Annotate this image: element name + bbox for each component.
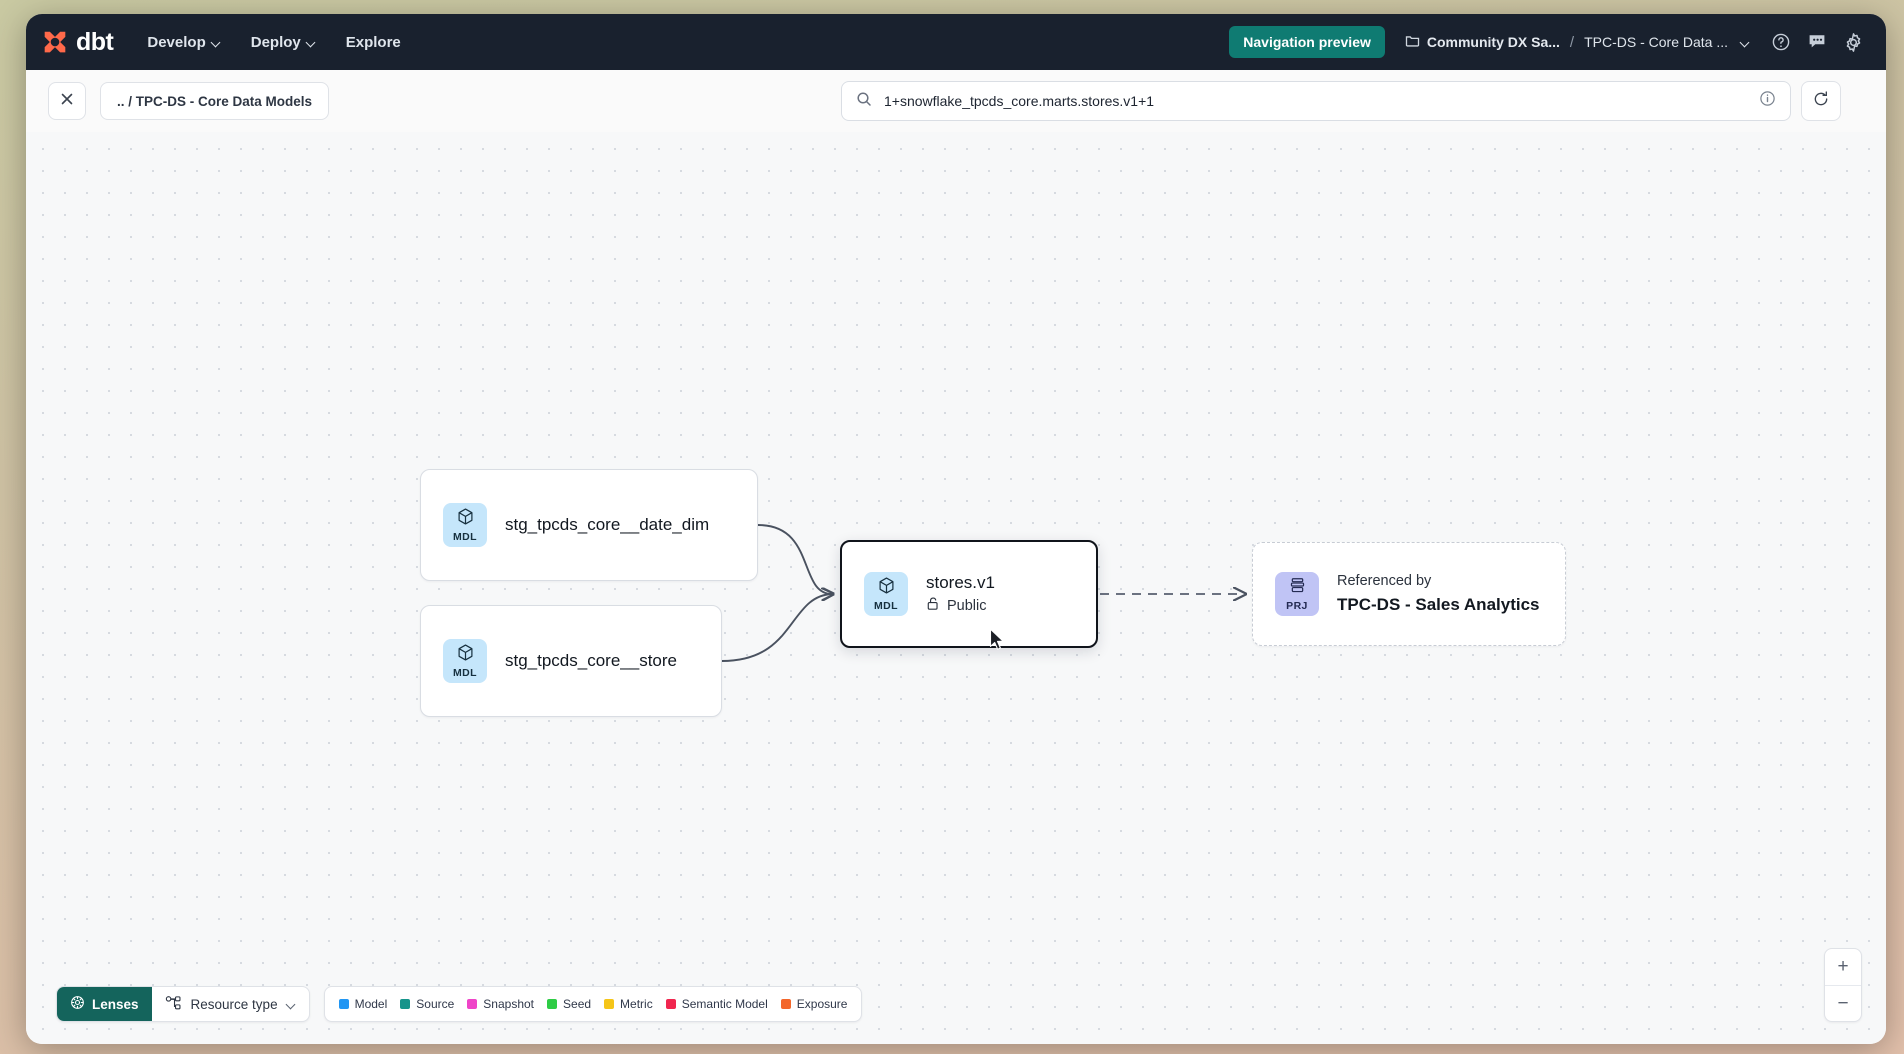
lens-icon <box>70 995 85 1013</box>
legend-label: Model <box>354 997 388 1011</box>
node-eyebrow: Referenced by <box>1337 573 1432 590</box>
nav-item-explore[interactable]: Explore <box>346 34 401 51</box>
legend-item: Seed <box>547 997 591 1011</box>
resource-badge-label: MDL <box>874 600 898 613</box>
legend-item: Metric <box>604 997 653 1011</box>
legend-swatch-metric <box>604 999 615 1009</box>
resource-badge-label: PRJ <box>1286 600 1308 613</box>
legend-swatch-exposure <box>780 999 791 1009</box>
legend-swatch-snapshot <box>467 999 478 1009</box>
graph-edges <box>721 524 1886 662</box>
lineage-graph-canvas[interactable]: MDL stg_tpcds_core__date_dim MDL stg_tpc… <box>26 132 1886 1044</box>
graph-node-selected-model[interactable]: MDL stores.v1 Public <box>840 540 1098 648</box>
resource-badge-mdl: MDL <box>864 572 908 616</box>
resource-badge-label: MDL <box>453 667 477 680</box>
chevron-down-icon <box>212 38 221 47</box>
zoom-controls: + − <box>1824 948 1862 1022</box>
feedback-icon[interactable] <box>1802 27 1832 57</box>
legend-label: Source <box>416 997 455 1011</box>
lenses-segmented-control: Lenses Resource type <box>56 986 310 1022</box>
graph-bottom-toolbar: Lenses Resource type <box>56 986 863 1022</box>
node-text-stack: Referenced by TPC-DS - Sales Analytics <box>1337 573 1540 615</box>
dbt-logo-text: dbt <box>76 27 114 56</box>
node-access-label: Public <box>947 597 987 614</box>
zoom-out-button[interactable]: − <box>1825 985 1861 1021</box>
legend-label: Exposure <box>796 997 848 1011</box>
selector-search-box[interactable] <box>841 81 1791 121</box>
node-title: stores.v1 <box>926 572 995 592</box>
app-window: dbt Develop Deploy Explore Navigation pr… <box>26 14 1886 1044</box>
help-circle-icon[interactable] <box>1766 27 1796 57</box>
nav-item-deploy-label: Deploy <box>250 33 301 51</box>
node-title: TPC-DS - Sales Analytics <box>1337 594 1540 614</box>
resource-type-legend: Model Source Snapshot Seed <box>323 986 863 1022</box>
close-button[interactable] <box>48 82 86 120</box>
breadcrumb-account[interactable]: Community DX Sa... <box>1405 33 1560 51</box>
breadcrumb-account-label: Community DX Sa... <box>1426 34 1560 50</box>
node-text-stack: stores.v1 Public <box>926 573 995 616</box>
navigation-preview-button[interactable]: Navigation preview <box>1229 26 1385 58</box>
nav-item-develop[interactable]: Develop <box>147 34 220 51</box>
legend-item: Model <box>338 997 388 1011</box>
legend-swatch-source <box>400 999 411 1009</box>
gear-icon[interactable] <box>1838 27 1868 57</box>
nodes-icon <box>165 995 182 1014</box>
legend-swatch-model <box>338 999 349 1009</box>
lenses-label: Lenses <box>92 996 139 1012</box>
close-icon <box>59 91 75 112</box>
refresh-icon <box>1812 90 1830 113</box>
graph-node-model[interactable]: MDL stg_tpcds_core__store <box>420 605 722 717</box>
breadcrumb-project[interactable]: TPC-DS - Core Data ... <box>1584 34 1750 50</box>
graph-node-project[interactable]: PRJ Referenced by TPC-DS - Sales Analyti… <box>1252 542 1566 646</box>
search-icon <box>856 91 872 112</box>
lenses-button[interactable]: Lenses <box>57 987 152 1021</box>
project-stack-icon <box>1288 576 1307 600</box>
breadcrumb-project-models[interactable]: .. / TPC-DS - Core Data Models <box>100 82 330 120</box>
folder-icon <box>1405 33 1420 51</box>
refresh-button[interactable] <box>1801 81 1841 121</box>
legend-item: Exposure <box>780 997 848 1011</box>
legend-label: Semantic Model <box>681 997 768 1011</box>
chevron-down-icon <box>307 38 316 47</box>
nav-item-deploy[interactable]: Deploy <box>251 34 316 51</box>
dbt-x-logo-icon <box>40 27 70 57</box>
breadcrumb-separator: / <box>1569 33 1575 51</box>
resource-type-filter[interactable]: Resource type <box>152 987 309 1021</box>
info-circle-icon[interactable] <box>1759 90 1776 112</box>
resource-badge-prj: PRJ <box>1275 572 1319 616</box>
legend-item: Source <box>400 997 454 1011</box>
resource-badge-mdl: MDL <box>443 503 487 547</box>
cube-icon <box>456 643 475 667</box>
legend-item: Snapshot <box>467 997 534 1011</box>
breadcrumb-project-label: TPC-DS - Core Data ... <box>1584 34 1728 50</box>
node-access: Public <box>926 596 995 615</box>
node-label: stg_tpcds_core__store <box>505 651 677 670</box>
legend-swatch-seed <box>547 999 558 1009</box>
legend-label: Metric <box>620 997 653 1011</box>
unlock-icon <box>926 596 940 615</box>
chevron-down-icon <box>1741 38 1750 47</box>
top-navigation-bar: dbt Develop Deploy Explore Navigation pr… <box>26 14 1886 70</box>
resource-badge-label: MDL <box>453 531 477 544</box>
legend-label: Snapshot <box>483 997 535 1011</box>
search-area <box>841 81 1841 121</box>
cube-icon <box>877 576 896 600</box>
nav-item-explore-label: Explore <box>345 33 401 51</box>
legend-label: Seed <box>563 997 592 1011</box>
legend-item: Semantic Model <box>665 997 768 1011</box>
dbt-logo[interactable]: dbt <box>40 27 114 57</box>
search-input[interactable] <box>884 93 1747 109</box>
zoom-in-button[interactable]: + <box>1837 956 1849 977</box>
resource-badge-mdl: MDL <box>443 639 487 683</box>
chevron-down-icon <box>287 1000 296 1009</box>
resource-type-label: Resource type <box>190 996 278 1012</box>
cube-icon <box>456 507 475 531</box>
legend-swatch-semantic-model <box>665 999 676 1009</box>
graph-node-model[interactable]: MDL stg_tpcds_core__date_dim <box>420 469 758 581</box>
node-label: stg_tpcds_core__date_dim <box>505 515 710 534</box>
explore-toolbar: .. / TPC-DS - Core Data Models <box>26 70 1886 132</box>
nav-item-develop-label: Develop <box>147 33 206 51</box>
